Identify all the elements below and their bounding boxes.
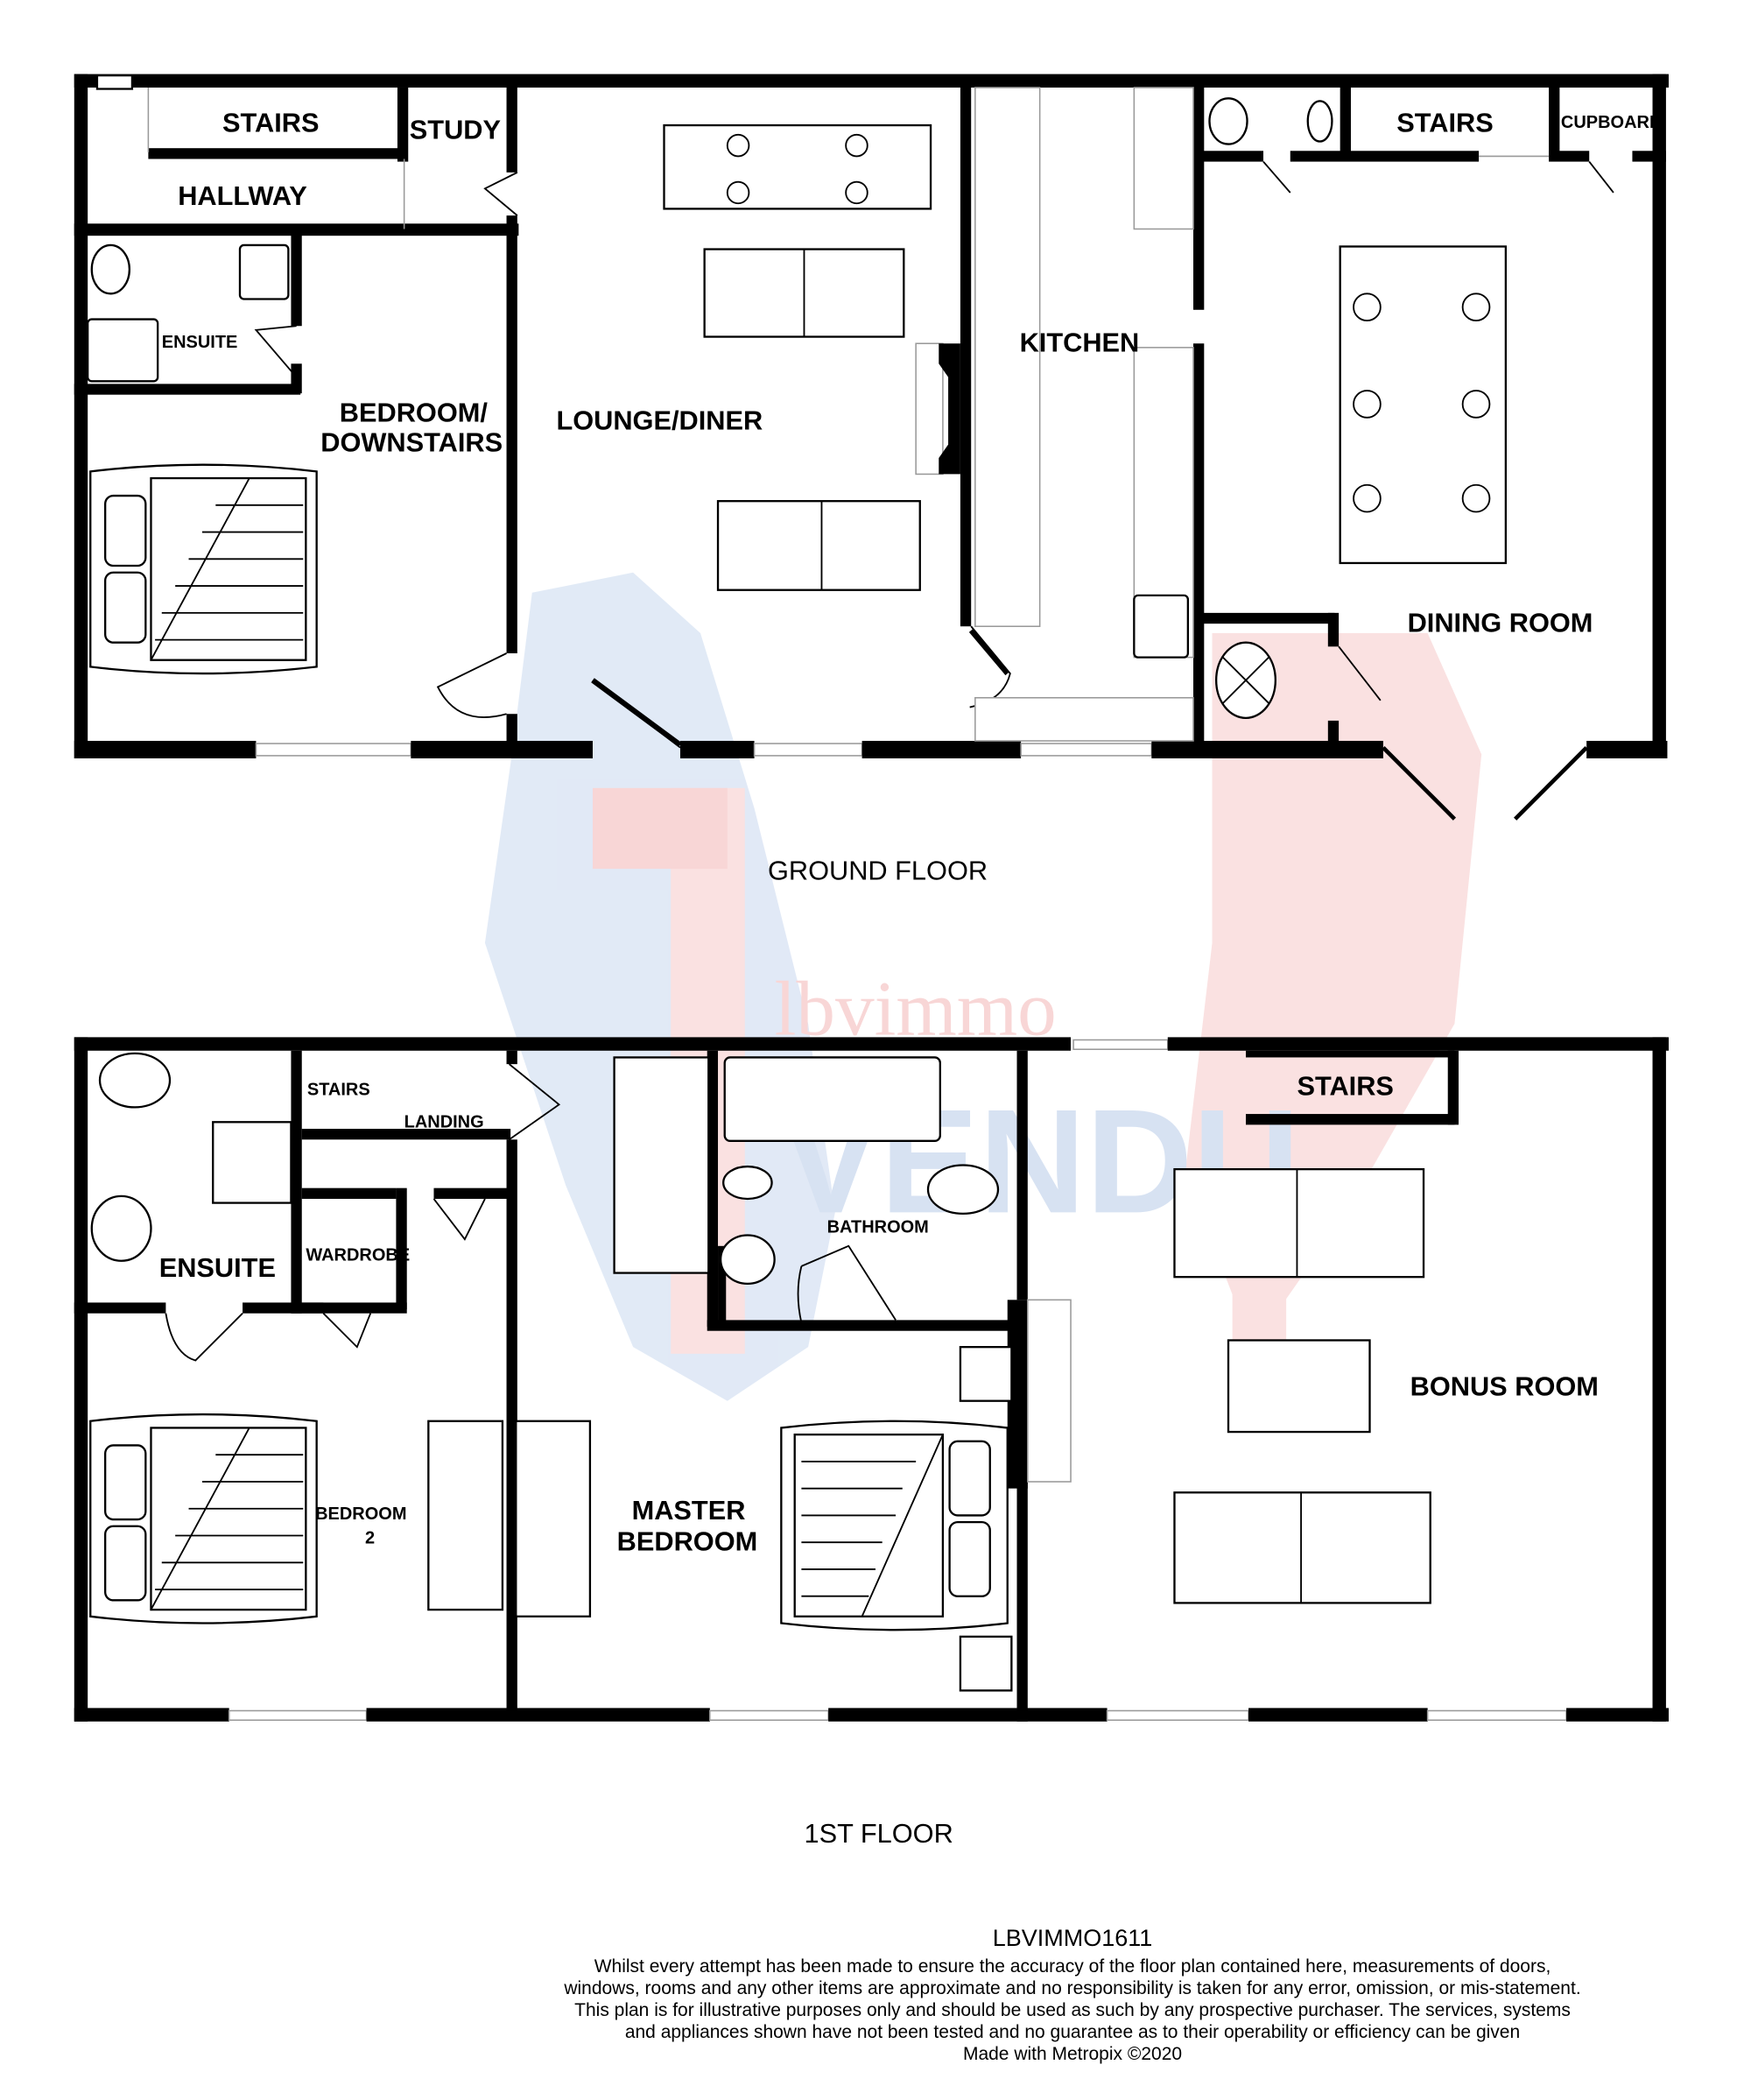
room-label-bedroom-line2: DOWNSTAIRS bbox=[320, 426, 503, 457]
room-label-bedroom2-line2: 2 bbox=[365, 1529, 375, 1548]
room-label-landing: LANDING bbox=[404, 1112, 484, 1131]
room-label-bonus: BONUS ROOM bbox=[1410, 1371, 1599, 1402]
room-label-dining: DINING ROOM bbox=[1408, 607, 1593, 638]
room-label-ensuite: ENSUITE bbox=[162, 333, 238, 352]
first-floor-labels: STAIRS LANDING ENSUITE WARDROBE BEDROOM … bbox=[159, 1071, 1599, 1557]
ground-floor-labels: STAIRS STUDY HALLWAY ENSUITE BEDROOM/ DO… bbox=[162, 108, 1663, 638]
room-label-stairs-right: STAIRS bbox=[1396, 108, 1493, 138]
room-label-hallway: HALLWAY bbox=[178, 180, 307, 211]
room-label-bedroom2-line1: BEDROOM bbox=[315, 1505, 406, 1524]
room-label-ensuite: ENSUITE bbox=[159, 1252, 276, 1283]
room-label-stairs-right: STAIRS bbox=[1297, 1071, 1393, 1102]
room-label-bathroom: BATHROOM bbox=[827, 1217, 929, 1237]
ground-floor-plan: STAIRS STUDY HALLWAY ENSUITE BEDROOM/ DO… bbox=[74, 74, 1669, 885]
room-label-stairs: STAIRS bbox=[222, 108, 319, 138]
room-label-master-line1: MASTER bbox=[632, 1495, 746, 1526]
footer: LBVIMMO1611 Whilst every attempt has bee… bbox=[560, 1925, 1585, 2065]
room-label-lounge: LOUNGE/DINER bbox=[556, 405, 763, 436]
made-with-credit: Made with Metropix ©2020 bbox=[962, 2044, 1183, 2064]
room-label-kitchen: KITCHEN bbox=[1020, 327, 1140, 357]
disclaimer-text: Whilst every attempt has been made to en… bbox=[564, 1956, 1581, 2042]
first-floor-plan: STAIRS LANDING ENSUITE WARDROBE BEDROOM … bbox=[74, 1037, 1669, 1849]
plan-reference: LBVIMMO1611 bbox=[992, 1925, 1153, 1951]
room-label-cupboard: CUPBOARD bbox=[1561, 113, 1662, 132]
room-label-stairs: STAIRS bbox=[307, 1081, 370, 1100]
ground-floor-title: GROUND FLOOR bbox=[768, 855, 988, 885]
room-label-study: STUDY bbox=[410, 114, 502, 144]
first-floor-title: 1ST FLOOR bbox=[804, 1818, 953, 1849]
room-label-master-line2: BEDROOM bbox=[617, 1526, 758, 1556]
room-label-wardrobe: WARDROBE bbox=[306, 1246, 410, 1265]
room-label-bedroom-line1: BEDROOM/ bbox=[340, 397, 489, 427]
